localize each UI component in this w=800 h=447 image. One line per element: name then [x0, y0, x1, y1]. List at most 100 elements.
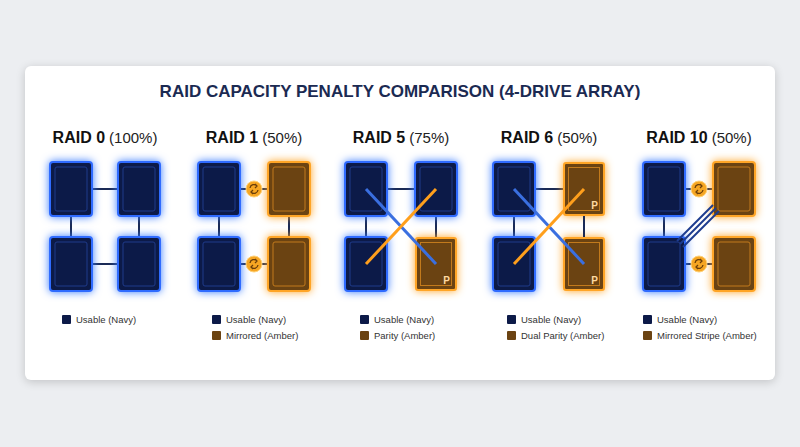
- sync-circle: [691, 181, 707, 197]
- wire: [288, 216, 290, 237]
- legend-item: Parity (Amber): [360, 328, 435, 342]
- wire: [685, 263, 713, 265]
- legend-swatch: [62, 315, 71, 324]
- drive: [118, 162, 160, 216]
- raid-heading: RAID 5(75%): [301, 129, 501, 151]
- wire: [685, 188, 713, 190]
- raid-level: RAID 10: [646, 129, 707, 147]
- drive-inner: [203, 242, 235, 286]
- sync-arrows: [250, 184, 258, 194]
- parity-mark: P: [591, 275, 598, 286]
- mirror-drive: [713, 237, 755, 291]
- raid-level: RAID 0: [53, 129, 105, 147]
- legend-text: Usable (Navy): [521, 314, 581, 325]
- sync-circle: [691, 256, 707, 272]
- sync-arrows: [695, 259, 703, 269]
- legend-item: Usable (Navy): [212, 312, 286, 326]
- wire: [435, 216, 437, 237]
- legend-swatch: [507, 315, 516, 324]
- drive-inner: [648, 242, 680, 286]
- legend-item: Usable (Navy): [643, 312, 717, 326]
- legend-text: Mirrored Stripe (Amber): [657, 330, 757, 341]
- drive: [643, 162, 685, 216]
- stripe-line: [680, 208, 716, 244]
- sync-circle: [246, 256, 262, 272]
- mirror-drive: [268, 237, 310, 291]
- legend-swatch: [643, 315, 652, 324]
- drive-inner: [350, 167, 382, 211]
- parity-drive: P: [415, 237, 457, 291]
- raid-heading: RAID 10 (50%): [599, 129, 799, 151]
- raid-heading: RAID 0(100%): [5, 129, 205, 151]
- stripe-line: [677, 205, 713, 241]
- drive-inner: [123, 167, 155, 211]
- wire: [663, 216, 665, 237]
- parity-drive: P: [563, 237, 605, 291]
- wire: [535, 188, 563, 190]
- drive: [345, 237, 387, 291]
- sync-arrows: [250, 259, 258, 269]
- legend-item: Usable (Navy): [507, 312, 581, 326]
- sync-circle: [246, 181, 262, 197]
- stripe-line: [514, 189, 584, 264]
- wire: [240, 263, 268, 265]
- diagram-title: RAID CAPACITY PENALTY COMPARISON (4-DRIV…: [0, 82, 800, 102]
- wire: [365, 216, 367, 237]
- legend-swatch: [360, 331, 369, 340]
- capacity-percent: (50%): [712, 129, 752, 146]
- drive-inner: [55, 242, 87, 286]
- drive-inner: [55, 167, 87, 211]
- drive-link: [583, 216, 585, 237]
- capacity-percent: (50%): [557, 129, 597, 146]
- drive-inner: [350, 242, 382, 286]
- mirror-drive: [268, 162, 310, 216]
- legend-item: Dual Parity (Amber): [507, 328, 604, 342]
- parity-mark: P: [443, 275, 450, 286]
- sync-icon: [246, 181, 262, 197]
- legend-item: Mirrored (Amber): [212, 328, 298, 342]
- sync-icon: [246, 256, 262, 272]
- legend-text: Usable (Navy): [374, 314, 434, 325]
- legend-swatch: [643, 331, 652, 340]
- raid-level: RAID 5: [353, 129, 405, 147]
- raid-heading: RAID 6(50%): [449, 129, 649, 151]
- stripe-line: [683, 211, 719, 247]
- sync-icon: [691, 181, 707, 197]
- raid-level: RAID 1: [206, 129, 258, 147]
- raid-level: RAID 6: [501, 129, 553, 147]
- legend-text: Usable (Navy): [657, 314, 717, 325]
- drive-inner: [273, 242, 305, 286]
- drive-inner: [718, 242, 750, 286]
- drive-inner: [498, 167, 530, 211]
- wire: [70, 216, 72, 237]
- capacity-percent: (50%): [262, 129, 302, 146]
- wire: [218, 216, 220, 237]
- drive-inner: [420, 167, 452, 211]
- legend-swatch: [212, 315, 221, 324]
- legend-item: Usable (Navy): [360, 312, 434, 326]
- parity-mark: P: [591, 200, 598, 211]
- drive-inner: [648, 167, 680, 211]
- drive-inner: [123, 242, 155, 286]
- drive: [493, 162, 535, 216]
- drive: [415, 162, 457, 216]
- capacity-percent: (75%): [409, 129, 449, 146]
- wire: [240, 188, 268, 190]
- wire: [513, 216, 515, 237]
- legend-item: Usable (Navy): [62, 312, 136, 326]
- legend-swatch: [212, 331, 221, 340]
- drive: [198, 237, 240, 291]
- legend-text: Dual Parity (Amber): [521, 330, 604, 341]
- drive: [493, 237, 535, 291]
- drive: [50, 237, 92, 291]
- drive: [345, 162, 387, 216]
- drive-inner: [273, 167, 305, 211]
- stripe-line: [366, 189, 436, 264]
- drive-inner: [498, 242, 530, 286]
- drive: [198, 162, 240, 216]
- wire: [92, 263, 118, 265]
- legend-text: Usable (Navy): [226, 314, 286, 325]
